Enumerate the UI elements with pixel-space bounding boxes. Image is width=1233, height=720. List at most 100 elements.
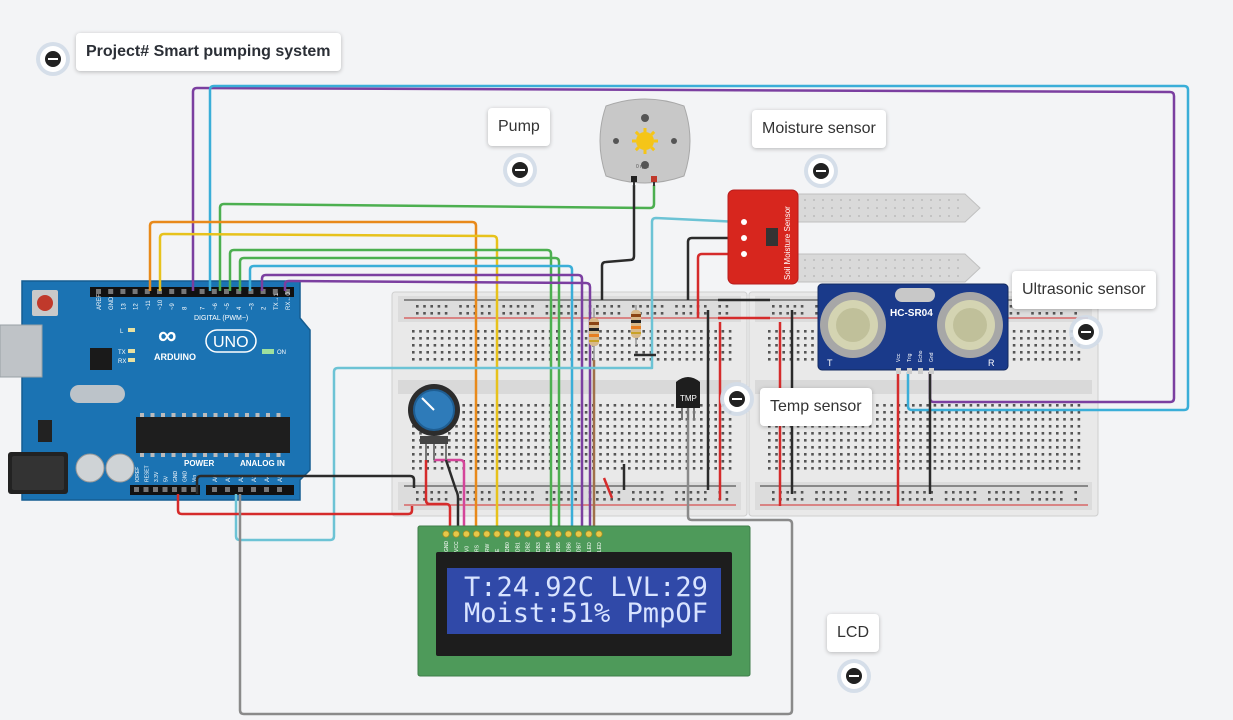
power-label: POWER (184, 459, 214, 468)
lcd-pin-label: RW (485, 543, 491, 552)
lcd-line-2: Moist:51% PmpOF (464, 598, 708, 629)
power-pin-label: IOREF (135, 467, 141, 482)
temp-annotation-pin-icon[interactable] (724, 386, 750, 412)
breadboard-left[interactable] (391, 291, 748, 517)
wire-lightblue-analog[interactable] (234, 216, 741, 542)
tmp-label: TMP (680, 394, 697, 403)
led-on (262, 349, 274, 354)
power-pin-label: GND (183, 471, 189, 483)
analog-header (206, 485, 294, 495)
label-temp[interactable]: Temp sensor (760, 388, 872, 426)
power-pin-label: Vin (192, 475, 198, 482)
wire-pink-pot[interactable] (434, 458, 466, 532)
label-ultrasonic[interactable]: Ultrasonic sensor (1012, 271, 1156, 309)
label-lcd[interactable]: LCD (827, 614, 880, 652)
lcd-annotation-pin-icon[interactable] (841, 663, 867, 689)
lcd-pin-label: GND (444, 541, 450, 553)
wire-purple-long[interactable] (191, 86, 1176, 404)
digital-pin-label: ~11 (146, 300, 152, 310)
wire-green-lcd[interactable] (228, 248, 553, 532)
wire-black-moisture[interactable] (686, 236, 740, 300)
arduino-brand: ARDUINO (154, 352, 196, 362)
digital-pin-label: ~9 (170, 302, 176, 310)
atmega-chip (136, 417, 290, 453)
led-l-label: L (120, 329, 124, 335)
ultrasonic-pin-label: Echo (918, 350, 924, 362)
digital-pin-label: TX→1 (274, 292, 280, 310)
digital-pin-label: 2 (262, 306, 268, 310)
ultrasonic-model: HC-SR04 (890, 308, 933, 319)
lcd-pin-label: DB0 (505, 542, 511, 552)
wire-green-pump[interactable] (218, 185, 656, 291)
digital-header (90, 287, 294, 297)
lcd-pin-label: DB2 (526, 542, 532, 552)
digital-pin-label: 12 (134, 303, 140, 310)
led-tx (128, 349, 135, 353)
power-pin-label: 3.3V (154, 471, 160, 482)
digital-pin-label: ~10 (158, 299, 164, 310)
analog-pin-label: A5 (278, 474, 284, 482)
arduino-model: UNO (213, 334, 249, 351)
motor-rpm: 0 rpm (636, 164, 649, 170)
wire-cyan-long[interactable] (208, 84, 1190, 412)
digital-pin-label: 13 (121, 303, 127, 310)
lcd-pin-label: LED (597, 542, 603, 552)
potentiometer[interactable] (408, 384, 460, 460)
moisture-annotation-pin-icon[interactable] (808, 158, 834, 184)
regulator (38, 420, 52, 442)
digital-pin-label: GND (109, 296, 115, 310)
soil-sensor-label: Soil Moisture Sensor (783, 206, 792, 280)
analog-pin-label: A4 (265, 474, 271, 482)
wire-red-moisture[interactable] (696, 252, 740, 318)
resistor-1[interactable] (589, 308, 599, 360)
lcd-pin-label: VCC (454, 541, 460, 552)
ultrasonic-annotation-pin-icon[interactable] (1073, 319, 1099, 345)
digital-pin-label: 7 (201, 306, 207, 310)
wire-purple2-lcd[interactable] (283, 279, 592, 532)
digital-pin-label: 8 (182, 306, 188, 310)
power-pin-label: GND (173, 471, 179, 483)
wire-red-5v[interactable] (176, 494, 414, 516)
lcd-pin-label: E (495, 548, 501, 552)
wire-red-short1[interactable] (602, 477, 614, 499)
wire-black-pump[interactable] (600, 185, 636, 300)
digital-label: DIGITAL (PWM~) (194, 315, 248, 322)
wire-orange-lcd[interactable] (148, 220, 478, 532)
wire-green2-lcd[interactable] (238, 256, 561, 532)
wire-red-pot[interactable] (424, 460, 452, 532)
wire-cyan-lcd[interactable] (248, 264, 574, 532)
wire-gray-temp[interactable] (238, 404, 794, 716)
label-moisture[interactable]: Moisture sensor (752, 110, 886, 148)
pump-annotation-pin-icon[interactable] (507, 157, 533, 183)
wire-black-gnd[interactable] (195, 474, 416, 494)
wires[interactable] (148, 84, 1190, 716)
ultrasonic-pin-label: Vcc (896, 353, 902, 362)
wire-black-pot[interactable] (444, 459, 460, 532)
lcd-pin-label: DB3 (536, 542, 542, 552)
label-pump[interactable]: Pump (488, 108, 550, 146)
uno-logo-outline (205, 329, 257, 353)
led-on-label: ON (277, 350, 286, 356)
collapse-note-icon[interactable] (40, 46, 66, 72)
soil-moisture-sensor[interactable]: Soil Moisture Sensor (727, 189, 981, 285)
analog-label: ANALOG IN (240, 459, 285, 468)
led-rx-label: RX (118, 359, 126, 365)
lcd-line-1: T:24.92C LVL:29 (464, 572, 708, 603)
capacitor-2 (105, 453, 135, 483)
dc-motor-pump[interactable]: 0 rpm (599, 98, 691, 186)
capacitor-1 (75, 453, 105, 483)
project-title[interactable]: Project# Smart pumping system (76, 33, 341, 71)
digital-pin-label: ~3 (249, 302, 255, 310)
resistor-2[interactable] (631, 305, 641, 345)
wire-yellow-lcd[interactable] (158, 232, 499, 532)
analog-pin-label: A3 (252, 474, 258, 482)
lcd-pin-label: DB1 (515, 542, 521, 552)
lcd-screen (447, 568, 721, 634)
wire-purple-lcd[interactable] (260, 273, 584, 532)
temperature-sensor[interactable]: TMP (676, 377, 700, 420)
analog-pin-label: A0 (213, 474, 219, 482)
